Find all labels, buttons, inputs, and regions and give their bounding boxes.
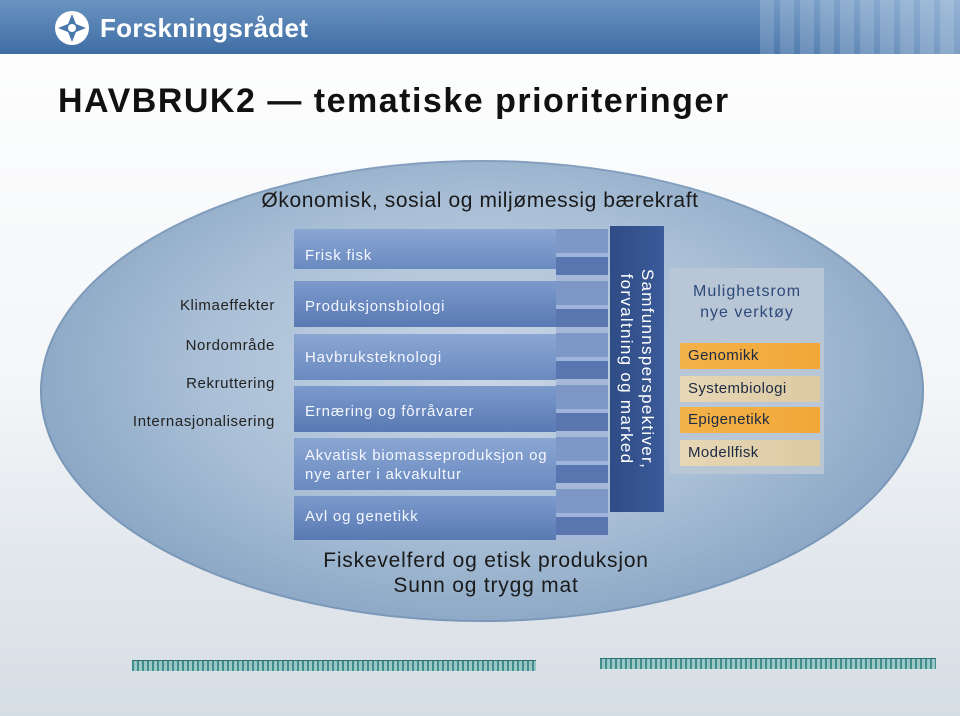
left-label-nordomrade: Nordområde [185,337,275,354]
tool-epigenetikk: Epigenetikk [680,407,820,433]
sustainability-label: Økonomisk, sosial og miljømessig bærekra… [261,189,699,212]
tool-modellfisk: Modellfisk [680,440,820,466]
bar-label-akvatisk-2: nye arter i akvakultur [305,466,462,483]
page-title: HAVBRUK2 — tematiske prioriteringer [58,82,730,120]
samfunn-line-2: forvaltning og marked [617,273,637,465]
bar-label-produksjonsbiologi: Produksjonsbiologi [305,298,446,315]
left-label-rekruttering: Rekruttering [186,375,275,392]
forskningsradet-emblem-icon [55,11,89,45]
left-label-internasjonalisering: Internasjonalisering [132,413,275,430]
bar-label-frisk-fisk: Frisk fisk [305,247,373,264]
logo-text: Forskningsrådet [100,12,309,43]
fish-farm-pen-right [600,655,936,671]
bar-frisk-fisk [294,229,556,269]
tool-genomikk: Genomikk [680,343,820,369]
tools-heading-1: Mulighetsrom [692,283,802,300]
header-mosaic-decoration [760,0,960,54]
logo[interactable]: Forskningsrådet [54,9,308,47]
bar-produksjonsbiologi [294,281,556,327]
bar-havbruksteknologi [294,334,556,380]
samfunn-box [610,226,664,512]
bar-avl-og-genetikk [294,496,556,540]
samfunn-line-1: Samfunnsperspektiver, [638,268,658,470]
fish-farm-pen-left [132,657,536,673]
bar-label-akvatisk-1: Akvatisk biomasseproduksjon og [305,447,548,464]
bottom-line-1: Fiskevelferd og etisk produksjon [323,549,649,572]
tools-panel [670,268,824,474]
bar-label-havbruksteknologi: Havbruksteknologi [305,349,442,366]
bar-stripe-column [556,229,608,540]
tool-systembiologi: Systembiologi [680,376,820,402]
bottom-line-2: Sunn og trygg mat [393,574,579,597]
bar-ernaering [294,386,556,432]
tools-heading-2: nye verktøy [700,304,794,321]
header-bar: Forskningsrådet [0,0,960,54]
left-label-klimaeffekter: Klimaeffekter [179,297,275,314]
samfunn-text: Samfunnsperspektiver, forvaltning og mar… [611,227,663,511]
bar-label-avl-og-genetikk: Avl og genetikk [305,508,419,525]
bar-akvatisk [294,438,556,490]
bar-label-ernaering: Ernæring og fôrråvarer [305,403,475,420]
